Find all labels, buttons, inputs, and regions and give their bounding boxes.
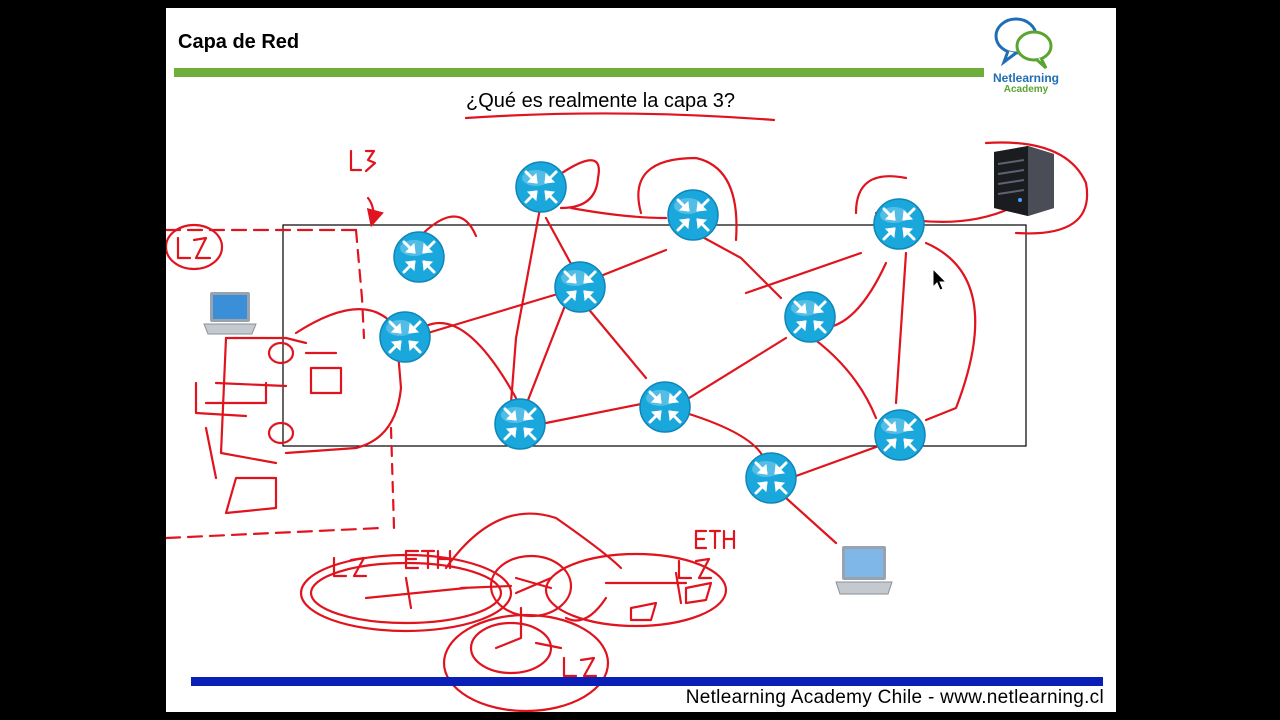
router-icon [554, 261, 606, 313]
router-icon [745, 452, 797, 504]
router [666, 188, 720, 242]
router-icon [873, 198, 925, 250]
router [873, 408, 927, 462]
logo-name: Netlearning [992, 71, 1059, 85]
server-icon [988, 142, 1060, 218]
router [638, 380, 692, 434]
router-icon [639, 381, 691, 433]
router [378, 310, 432, 364]
netlearning-logo: Netlearning Academy [986, 14, 1066, 95]
laptop-icon [202, 290, 258, 338]
mouse-cursor-icon [932, 267, 948, 292]
router-icon [494, 398, 546, 450]
slide-question: ¿Qué es realmente la capa 3? [466, 90, 736, 112]
router [514, 160, 568, 214]
router [553, 260, 607, 314]
network-diagram [166, 112, 1089, 712]
slide-footer: Netlearning Academy Chile - www.netlearn… [685, 687, 1104, 708]
laptop-icon [834, 544, 894, 598]
router-icon [379, 311, 431, 363]
router-icon [515, 161, 567, 213]
router-icon [874, 409, 926, 461]
speech-bubbles-icon [994, 17, 1053, 70]
footer-bar [191, 677, 1103, 686]
logo-subtitle: Academy [1003, 84, 1049, 95]
slide-title: Capa de Red [178, 31, 300, 53]
ink-annotations [166, 112, 1089, 712]
router [493, 397, 547, 451]
router [392, 230, 446, 284]
title-underline-bar [174, 68, 984, 77]
slide: Capa de Red Netlearning Academy ¿Qué es … [166, 8, 1116, 712]
router-icon [667, 189, 719, 241]
router [872, 197, 926, 251]
network-boundary-rect [282, 224, 1027, 447]
router [783, 290, 837, 344]
router [744, 451, 798, 505]
router-icon [393, 231, 445, 283]
router-icon [784, 291, 836, 343]
